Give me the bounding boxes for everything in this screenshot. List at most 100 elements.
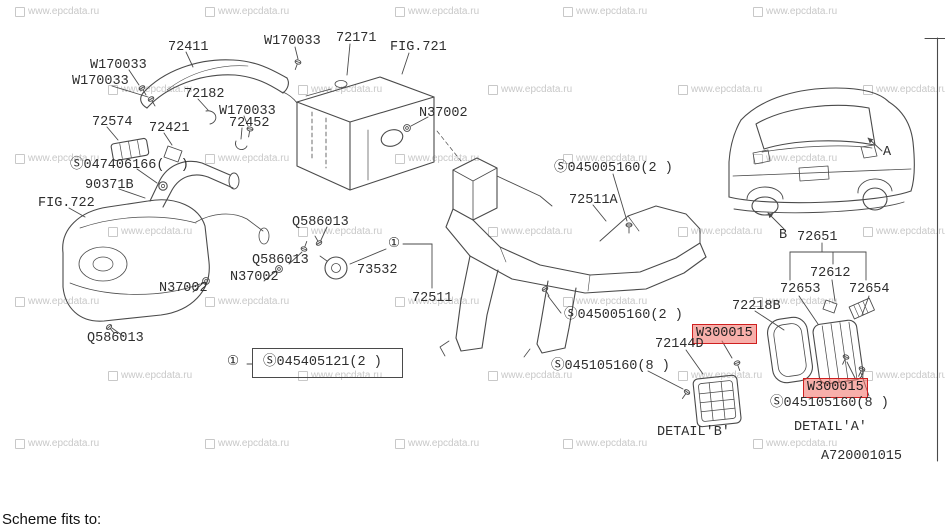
- watermark: www.epcdata.ru: [753, 438, 837, 449]
- figure-721-label: FIG.721: [390, 40, 447, 55]
- view-b-label: B: [779, 228, 788, 243]
- fastener-label-s047406166: Ⓢ047406166( ): [70, 158, 189, 173]
- bracket-72421: [163, 145, 183, 163]
- part-label-72421: 72421: [149, 121, 190, 136]
- clamp-72452: [235, 140, 248, 150]
- part-label-w170033-2: W170033: [90, 58, 147, 73]
- watermark: www.epcdata.ru: [678, 226, 762, 237]
- watermark: www.epcdata.ru: [298, 226, 382, 237]
- part-label-q586013-1: Q586013: [292, 215, 349, 230]
- part-label-72511: 72511: [412, 291, 453, 306]
- watermark: www.epcdata.ru: [15, 6, 99, 17]
- part-label-72653: 72653: [780, 282, 821, 297]
- figure-722-label: FIG.722: [38, 196, 95, 211]
- detail-b-label: DETAIL'B': [657, 425, 730, 440]
- grille-detail-b: [692, 374, 742, 428]
- part-label-n37002-2: N37002: [230, 270, 279, 285]
- legend-fastener-s045405121: Ⓢ045405121(2 ): [252, 348, 403, 378]
- bracket-72651: [789, 242, 867, 281]
- leader-lines: [68, 43, 870, 397]
- fastener-label-s045005160-2: Ⓢ045005160(2 ): [564, 308, 683, 323]
- clip-72612: [822, 299, 838, 314]
- watermark: www.epcdata.ru: [678, 84, 762, 95]
- part-label-q586013-3: Q586013: [87, 331, 144, 346]
- grommet: [158, 181, 168, 191]
- heater-unit: [282, 76, 462, 191]
- part-label-w170033-4: W170033: [219, 104, 276, 119]
- watermark: www.epcdata.ru: [488, 84, 572, 95]
- part-label-w170033-3: W170033: [72, 74, 129, 89]
- watermark: www.epcdata.ru: [863, 370, 945, 381]
- part-label-w300015-2: W300015: [803, 378, 868, 398]
- legend-marker-1: ①: [227, 355, 240, 370]
- grille-detail-a: [767, 297, 875, 385]
- watermark: www.epcdata.ru: [395, 296, 479, 307]
- part-label-72182: 72182: [184, 87, 225, 102]
- part-label-72171: 72171: [336, 31, 377, 46]
- part-label-72511a: 72511A: [569, 193, 618, 208]
- part-label-n37002-1: N37002: [419, 106, 468, 121]
- duct-72411: [140, 59, 289, 109]
- watermark: www.epcdata.ru: [205, 438, 289, 449]
- part-label-72218b: 72218B: [732, 299, 781, 314]
- watermark: www.epcdata.ru: [205, 6, 289, 17]
- drawing-number: A720001015: [821, 449, 903, 464]
- part-label-72574: 72574: [92, 115, 133, 130]
- small-parts: [110, 110, 348, 280]
- watermark: www.epcdata.ru: [395, 153, 479, 164]
- watermark: www.epcdata.ru: [753, 296, 837, 307]
- sheet-border: [924, 37, 945, 462]
- plate-72654: [848, 297, 875, 320]
- view-a-arrow: [867, 137, 883, 152]
- part-label-72654: 72654: [849, 282, 890, 297]
- watermark: www.epcdata.ru: [205, 296, 289, 307]
- watermark: www.epcdata.ru: [563, 153, 647, 164]
- part-label-72651: 72651: [797, 230, 838, 245]
- watermark: www.epcdata.ru: [108, 370, 192, 381]
- gasket-72218b: [767, 316, 813, 384]
- watermark: www.epcdata.ru: [753, 6, 837, 17]
- car-illustration: [728, 87, 915, 230]
- motor-73532: [319, 255, 348, 280]
- watermark: www.epcdata.ru: [108, 226, 192, 237]
- part-label-90371b: 90371B: [85, 178, 134, 193]
- part-label-72411: 72411: [168, 40, 209, 55]
- watermark: www.epcdata.ru: [108, 84, 192, 95]
- fastener-label-s045105160-2: Ⓢ045105160(8 ): [770, 396, 889, 411]
- grille-72574: [110, 137, 150, 162]
- clamp-72182: [205, 110, 217, 125]
- part-label-n37002-3: N37002: [159, 281, 208, 296]
- watermark: www.epcdata.ru: [863, 84, 945, 95]
- watermark: www.epcdata.ru: [563, 296, 647, 307]
- watermark: www.epcdata.ru: [488, 370, 572, 381]
- watermark: www.epcdata.ru: [15, 438, 99, 449]
- watermark: www.epcdata.ru: [563, 438, 647, 449]
- watermark: www.epcdata.ru: [298, 84, 382, 95]
- view-a-label: A: [883, 145, 892, 160]
- part-label-w300015-1: W300015: [692, 324, 757, 344]
- fastener-label-s045105160-1: Ⓢ045105160(8 ): [551, 359, 670, 374]
- fastener-label-s045005160-1: Ⓢ045005160(2 ): [554, 161, 673, 176]
- blower-unit: [62, 160, 270, 322]
- watermark: www.epcdata.ru: [15, 153, 99, 164]
- watermark: www.epcdata.ru: [563, 6, 647, 17]
- watermark: www.epcdata.ru: [205, 153, 289, 164]
- assembly-marker-1: ①: [388, 237, 401, 252]
- watermark: www.epcdata.ru: [863, 226, 945, 237]
- duct-assembly-72511: [439, 157, 707, 358]
- part-label-73532: 73532: [357, 263, 398, 278]
- part-label-q586013-2: Q586013: [252, 253, 309, 268]
- watermark: www.epcdata.ru: [753, 153, 837, 164]
- part-label-72452: 72452: [229, 116, 270, 131]
- detail-a-label: DETAIL'A': [794, 420, 867, 435]
- view-b-arrow: [767, 212, 785, 230]
- scheme-footer: Scheme fits to:: [2, 511, 102, 528]
- watermark: www.epcdata.ru: [298, 370, 382, 381]
- watermark: www.epcdata.ru: [15, 296, 99, 307]
- watermark: www.epcdata.ru: [395, 6, 479, 17]
- part-label-72144d: 72144D: [655, 337, 704, 352]
